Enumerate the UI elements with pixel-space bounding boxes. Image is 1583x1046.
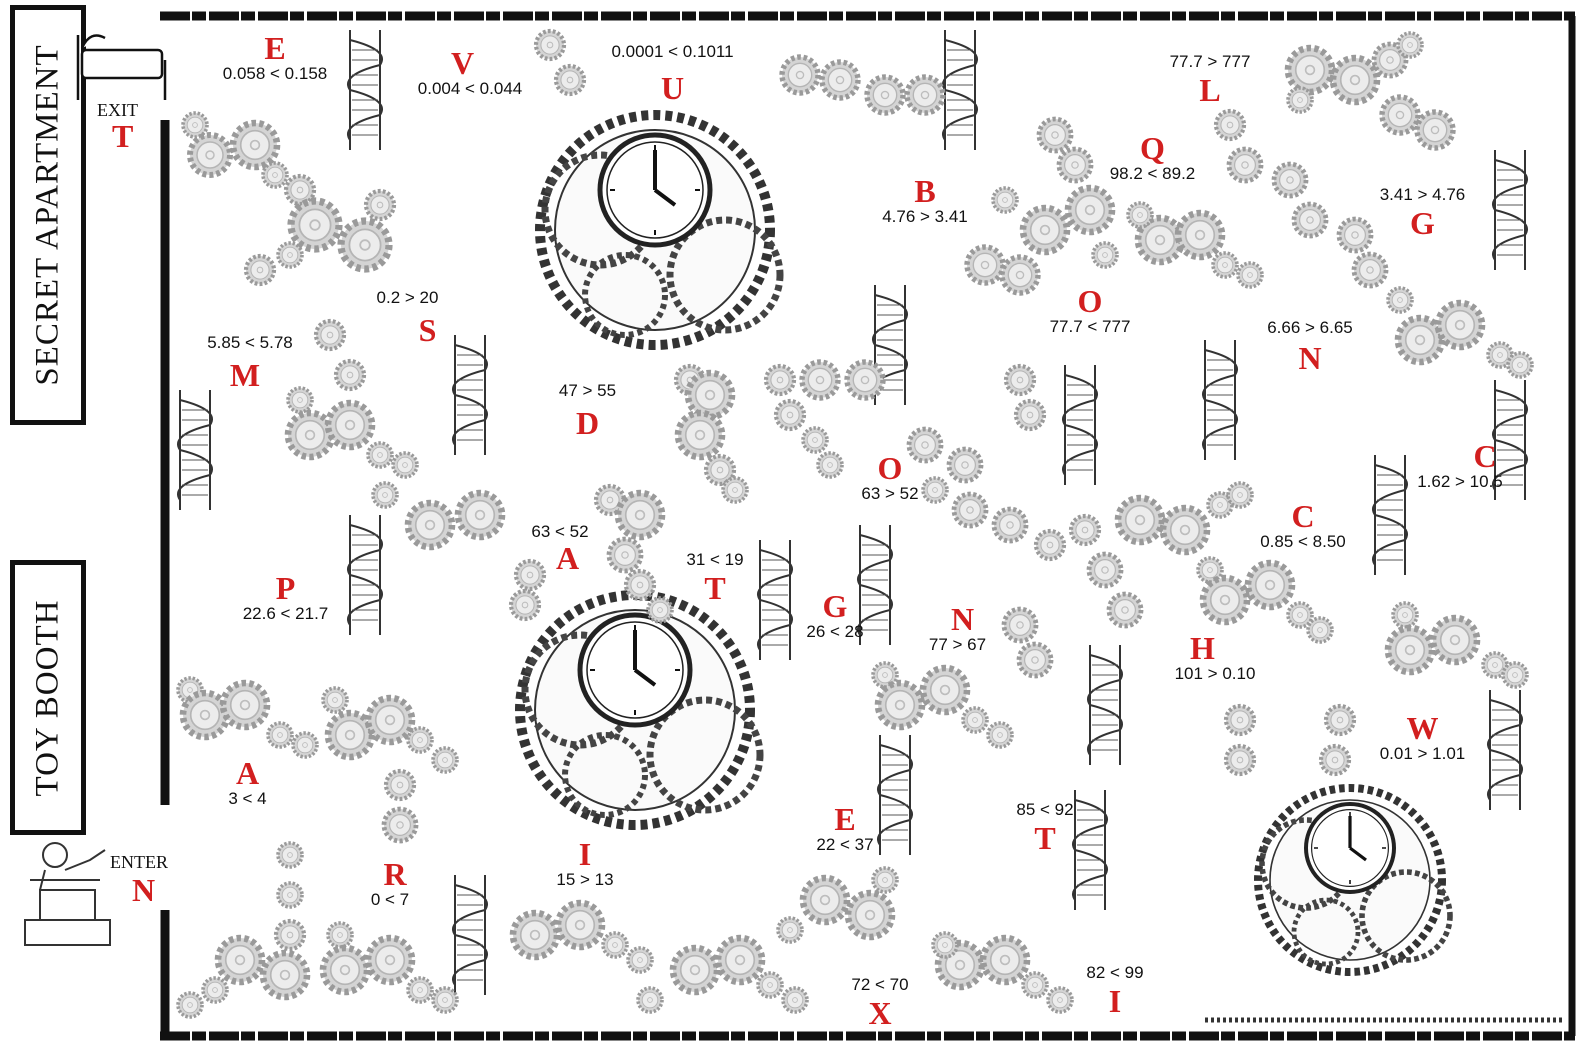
maze-node[interactable]: 47 > 55 D — [545, 381, 630, 439]
node-letter: L — [1199, 72, 1221, 108]
maze-node[interactable]: 3.41 > 4.76 G — [1365, 185, 1480, 239]
node-letter: T — [704, 570, 726, 606]
maze-node[interactable]: Q 98.2 < 89.2 — [1095, 132, 1210, 184]
node-comparison: 63 < 52 — [531, 522, 589, 541]
node-comparison: 22 < 37 — [816, 835, 874, 854]
node-comparison: 5.85 < 5.78 — [207, 333, 293, 352]
node-letter: G — [822, 588, 848, 624]
node-comparison: 72 < 70 — [851, 975, 909, 994]
node-comparison: 98.2 < 89.2 — [1109, 164, 1196, 183]
node-comparison: 6.66 > 6.65 — [1267, 318, 1353, 337]
node-letter: N — [950, 601, 975, 637]
node-comparison: 0 < 7 — [370, 890, 410, 909]
node-comparison: 4.76 > 3.41 — [882, 207, 968, 226]
exit-letter: T — [112, 118, 134, 154]
node-comparison: 77 > 67 — [928, 635, 987, 654]
node-comparison: 0.85 < 8.50 — [1260, 532, 1346, 551]
node-comparison: 22.6 < 21.7 — [242, 604, 329, 623]
node-letter: B — [914, 173, 936, 209]
node-comparison: 77.7 < 777 — [1049, 317, 1131, 336]
node-comparison: 0.004 < 0.044 — [417, 79, 523, 98]
node-letter: A — [555, 540, 580, 576]
node-comparison: 63 > 52 — [861, 484, 919, 503]
node-comparison: 0.01 > 1.01 — [1379, 744, 1466, 763]
maze-node[interactable]: 77.7 > 777 L — [1155, 52, 1265, 106]
node-comparison: 85 < 92 — [1016, 800, 1074, 819]
node-letter: E — [834, 801, 856, 837]
node-letter: M — [229, 357, 261, 393]
node-comparison: 31 < 19 — [686, 550, 744, 569]
node-letter: A — [235, 755, 260, 791]
node-comparison: 0.058 < 0.158 — [222, 64, 328, 83]
secret-apartment-box: SECRET APARTMENT — [10, 5, 86, 425]
node-letter: E — [264, 30, 286, 66]
maze-node[interactable]: 85 < 92 T — [1005, 800, 1085, 854]
node-letter: O — [877, 450, 903, 486]
node-letter: Q — [1140, 130, 1165, 166]
node-comparison: 77.7 > 777 — [1169, 52, 1251, 71]
node-letter: H — [1190, 630, 1215, 666]
node-letter: U — [660, 70, 685, 106]
maze-node[interactable]: O 63 > 52 — [850, 452, 930, 504]
node-letter: C — [1291, 498, 1315, 534]
node-comparison: 3.41 > 4.76 — [1379, 185, 1466, 204]
enter-letter: N — [132, 872, 156, 908]
maze-node[interactable]: W 0.01 > 1.01 — [1365, 712, 1480, 764]
node-comparison: 0.0001 < 0.1011 — [611, 42, 734, 61]
exit-label: EXIT — [97, 100, 138, 120]
node-letter: S — [418, 312, 437, 348]
node-letter: R — [383, 856, 407, 892]
maze-node[interactable]: G 26 < 28 — [795, 590, 875, 642]
maze-node[interactable]: I 15 > 13 — [545, 838, 625, 890]
node-letter: W — [1406, 710, 1439, 746]
node-letter: I — [578, 836, 592, 872]
node-letter: V — [450, 45, 475, 81]
node-comparison: 47 > 55 — [558, 381, 617, 400]
node-comparison: 82 < 99 — [1086, 963, 1144, 982]
node-letter: D — [575, 405, 600, 441]
maze-node[interactable]: R 0 < 7 — [355, 858, 425, 910]
node-comparison: 1.62 > 10.5 — [1417, 472, 1503, 491]
maze-node[interactable]: A 3 < 4 — [215, 757, 280, 809]
node-letter: I — [1108, 983, 1122, 1019]
node-comparison: 101 > 0.10 — [1174, 664, 1256, 683]
node-comparison: 26 < 28 — [806, 622, 864, 641]
maze-node[interactable]: 5.85 < 5.78 M — [190, 333, 310, 391]
node-comparison: 15 > 13 — [556, 870, 614, 889]
maze-node[interactable]: C 1.62 > 10.5 — [1410, 440, 1510, 492]
maze-node[interactable]: O 77.7 < 777 — [1040, 285, 1140, 337]
node-letter: X — [868, 995, 892, 1031]
maze-node[interactable]: E 22 < 37 — [805, 803, 885, 855]
node-letter: C — [1473, 438, 1497, 474]
maze-node[interactable]: 6.66 > 6.65 N — [1255, 318, 1365, 374]
maze-node[interactable]: 31 < 19 T — [675, 550, 755, 604]
maze-node[interactable]: E 0.058 < 0.158 — [210, 32, 340, 84]
maze-node[interactable]: 0.0001 < 0.1011 U — [595, 42, 750, 104]
maze-node[interactable]: B 4.76 > 3.41 — [870, 175, 980, 227]
node-letter: N — [1298, 340, 1322, 376]
node-letter: O — [1077, 283, 1103, 319]
maze-node[interactable]: 82 < 99 I — [1075, 963, 1155, 1017]
node-comparison: 0.2 > 20 — [376, 288, 439, 307]
node-letter: G — [1410, 205, 1435, 241]
node-letter: P — [275, 570, 296, 606]
enter-label: ENTER — [110, 852, 168, 872]
maze-node[interactable]: 0.2 > 20 S — [375, 288, 460, 346]
toy-booth-box: TOY BOOTH — [10, 560, 86, 835]
maze-node[interactable]: 63 < 52 A — [520, 522, 600, 574]
node-comparison: 3 < 4 — [228, 789, 267, 808]
maze-node[interactable]: 72 < 70 X — [840, 975, 920, 1029]
maze-node[interactable]: C 0.85 < 8.50 — [1248, 500, 1358, 552]
maze-node[interactable]: N 77 > 67 — [920, 603, 995, 655]
maze-node[interactable]: H 101 > 0.10 — [1160, 632, 1270, 684]
maze-node[interactable]: V 0.004 < 0.044 — [405, 47, 535, 99]
node-letter: T — [1034, 820, 1056, 856]
maze-node[interactable]: P 22.6 < 21.7 — [228, 572, 343, 624]
